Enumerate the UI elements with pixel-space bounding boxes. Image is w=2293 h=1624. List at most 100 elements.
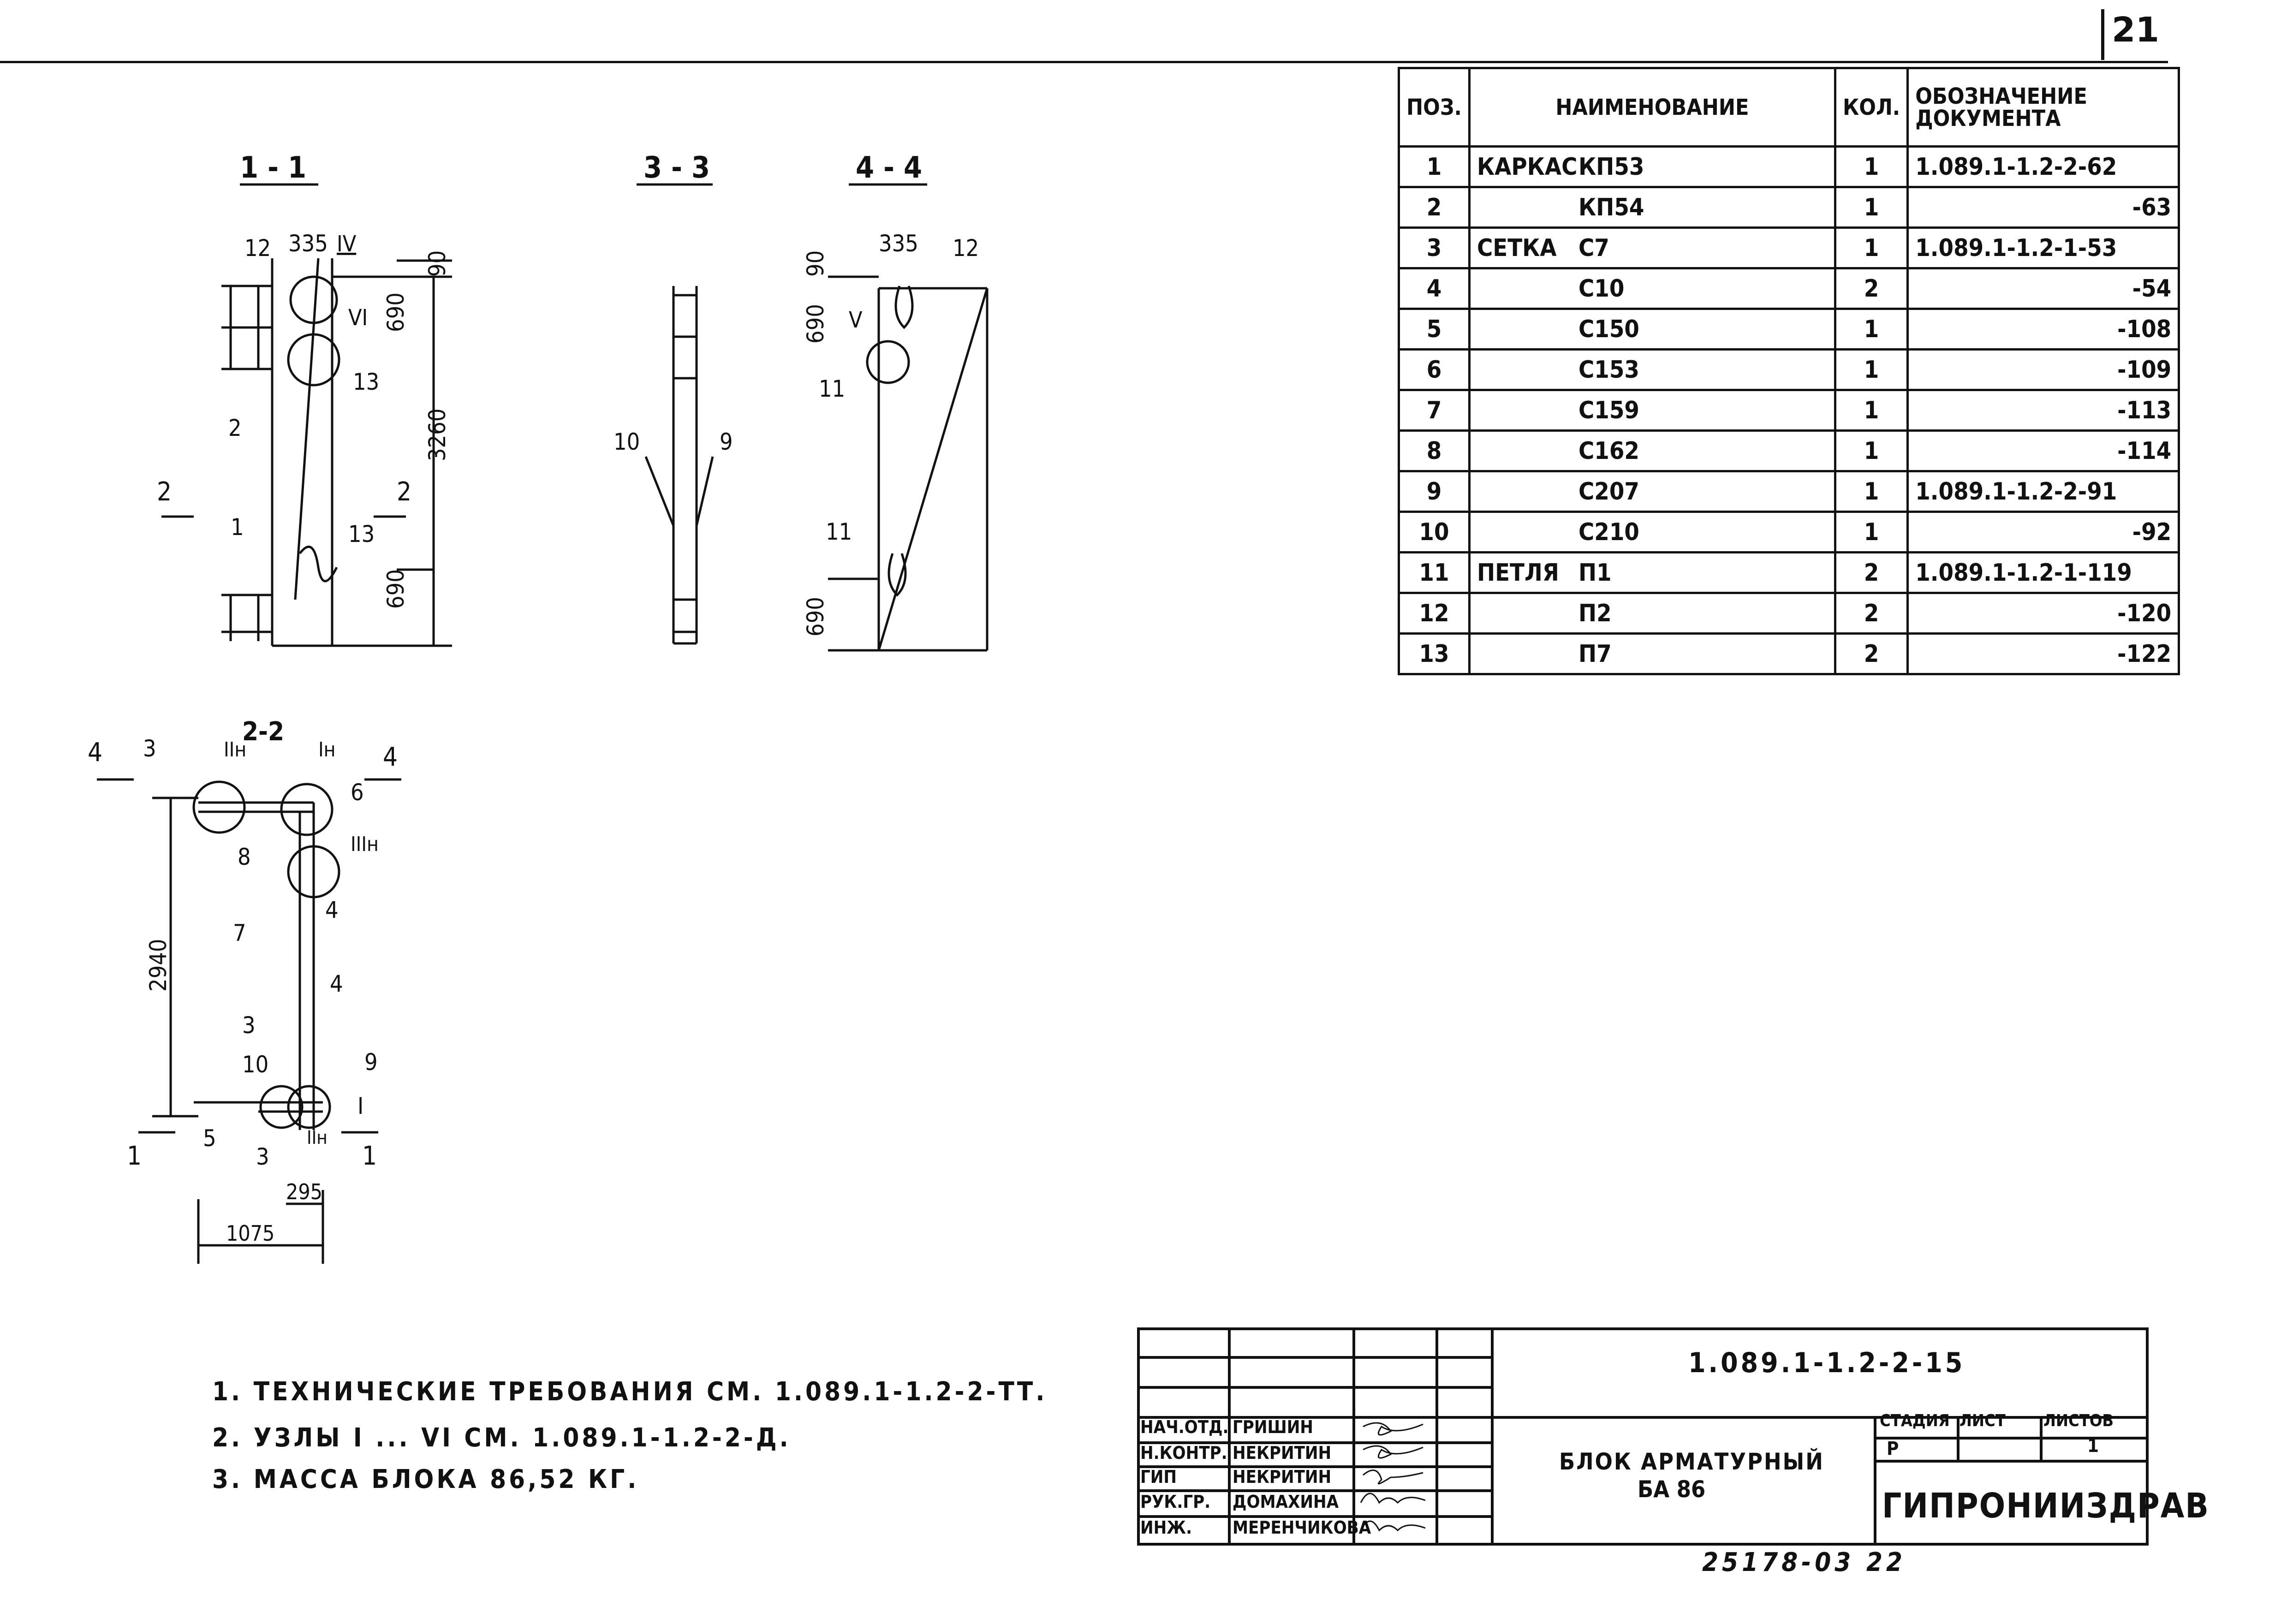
row-qty: 2: [1834, 551, 1909, 594]
row-pos: 2: [1398, 186, 1471, 229]
row-mark: С210: [1578, 518, 1639, 546]
note-3: 3. МАССА БЛОКА 86,52 КГ.: [212, 1464, 639, 1494]
row-doc: -120: [1906, 592, 2180, 635]
row-pos: 1: [1398, 145, 1471, 188]
callout-2-a: 2: [228, 415, 242, 441]
role-4: РУК.ГР.: [1140, 1492, 1211, 1512]
sheet-number-bar: [2101, 9, 2104, 60]
row-mark: П1: [1578, 559, 1612, 587]
row-name: С210: [1468, 511, 1836, 553]
reinforcement-drawing: 1 - 1 3260 690 690 90 335 IV VI 12 13 13…: [88, 151, 989, 1264]
role-5: ИНЖ.: [1140, 1517, 1192, 1538]
row-kind: СЕТКА: [1477, 234, 1557, 262]
node-iiih-label: IIIн: [351, 833, 379, 856]
callout-8-a: 8: [238, 844, 251, 870]
title-block: [1137, 1327, 2149, 1546]
row-doc: -63: [1906, 186, 2180, 229]
spec-header-name: НАИМЕНОВАНИЕ: [1468, 67, 1836, 148]
spec-header-qty: КОЛ.: [1834, 67, 1909, 148]
callout-3-a: 3: [143, 735, 156, 762]
row-name: СЕТКА С7: [1468, 226, 1836, 269]
row-name: С159: [1468, 389, 1836, 432]
cut-mark-4-left: 4: [88, 738, 102, 767]
row-kind: ПЕТЛЯ: [1477, 559, 1559, 587]
dim-295-label: 295: [286, 1179, 322, 1204]
person-5: МЕРЕНЧИКОВА: [1233, 1517, 1371, 1538]
row-doc: 1.089.1-1.2-1-119: [1906, 551, 2180, 594]
dim-90-label-b: 90: [802, 250, 829, 277]
row-mark: П7: [1578, 640, 1612, 668]
stage-header: СТАДИЯ: [1880, 1411, 1950, 1430]
row-mark: С153: [1578, 356, 1639, 384]
node-i-label: I: [357, 1093, 363, 1119]
row-name: ПЕТЛЯ П1: [1468, 551, 1836, 594]
specification-table: ПОЗ. НАИМЕНОВАНИЕ КОЛ. ОБОЗНАЧЕНИЕ ДОКУМ…: [1398, 67, 2180, 675]
node-iih-b: IIн: [307, 1127, 328, 1148]
callout-10-a: 10: [613, 428, 640, 455]
product-mark: БА 86: [1638, 1476, 1706, 1503]
row-qty: 1: [1834, 226, 1909, 269]
callout-13-a: 13: [353, 369, 379, 395]
dim-335-label-b: 335: [879, 230, 918, 257]
row-pos: 10: [1398, 511, 1471, 553]
callout-3-b: 3: [242, 1012, 256, 1039]
row-doc: -122: [1906, 632, 2180, 675]
sheets-value: 1: [2087, 1435, 2099, 1457]
row-mark: С7: [1578, 234, 1609, 262]
row-qty: 1: [1834, 470, 1909, 513]
row-qty: 1: [1834, 308, 1909, 351]
node-iv-label: IV: [337, 231, 357, 257]
top-border-line: [0, 61, 2168, 63]
row-pos: 11: [1398, 551, 1471, 594]
row-pos: 3: [1398, 226, 1471, 269]
row-name: КАРКАСКП53: [1468, 145, 1836, 188]
person-3: НЕКРИТИН: [1233, 1467, 1332, 1487]
role-2: Н.КОНТР.: [1140, 1443, 1227, 1463]
row-mark: С162: [1578, 437, 1639, 465]
person-2: НЕКРИТИН: [1233, 1443, 1332, 1463]
row-mark: С150: [1578, 315, 1639, 343]
cut-mark-2-left: 2: [157, 477, 172, 507]
sheet-header: ЛИСТ: [1959, 1411, 2006, 1430]
dim-690-label-b: 690: [382, 569, 409, 609]
row-doc: -113: [1906, 389, 2180, 432]
spec-header-doc-line2: ДОКУМЕНТА: [1915, 105, 2061, 131]
row-doc: 1.089.1-1.2-1-53: [1906, 226, 2180, 269]
row-name: П2: [1468, 592, 1836, 635]
dim-690-label-c: 690: [802, 304, 829, 344]
callout-12-a: 12: [244, 235, 271, 262]
sheet-number: 21: [2112, 10, 2159, 50]
section-title-2-2: 2-2: [242, 717, 284, 747]
row-doc: 1.089.1-1.2-2-62: [1906, 145, 2180, 188]
dim-3260-label: 3260: [424, 409, 451, 461]
note-2: 2. УЗЛЫ I ... VI СМ. 1.089.1-1.2-2-Д.: [212, 1423, 791, 1453]
inventory-number: 25178-03 22: [1702, 1547, 1906, 1577]
cut-mark-1-right: 1: [362, 1141, 377, 1171]
row-qty: 1: [1834, 389, 1909, 432]
spec-header-pos: ПОЗ.: [1398, 67, 1471, 148]
cut-mark-4-right: 4: [383, 742, 398, 772]
dim-690-label-a: 690: [382, 292, 409, 332]
row-mark: С159: [1578, 396, 1639, 424]
row-doc: -109: [1906, 348, 2180, 391]
row-qty: 1: [1834, 429, 1909, 472]
row-kind: КАРКАС: [1477, 153, 1578, 181]
row-pos: 9: [1398, 470, 1471, 513]
callout-9-a: 9: [720, 428, 733, 455]
spec-header-doc-line1: ОБОЗНАЧЕНИЕ: [1915, 83, 2087, 109]
spec-header-doc: ОБОЗНАЧЕНИЕ ДОКУМЕНТА: [1906, 67, 2180, 148]
note-1: 1. ТЕХНИЧЕСКИЕ ТРЕБОВАНИЯ СМ. 1.089.1-1.…: [212, 1377, 1048, 1407]
callout-4-b: 4: [330, 970, 343, 997]
row-mark: П2: [1578, 599, 1612, 627]
dim-690-label-d: 690: [802, 597, 829, 637]
